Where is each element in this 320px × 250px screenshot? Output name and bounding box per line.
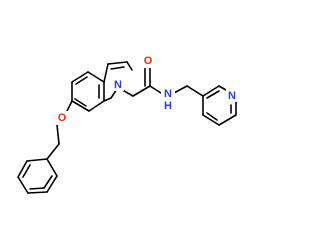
bond bbox=[46, 175, 58, 193]
bond bbox=[46, 158, 58, 177]
bond bbox=[103, 97, 112, 102]
pyridine-nitrogen-label: N bbox=[228, 90, 236, 102]
bond bbox=[218, 114, 237, 126]
bond bbox=[17, 176, 29, 194]
bond bbox=[71, 71, 89, 83]
bond bbox=[87, 71, 105, 83]
bond bbox=[66, 100, 73, 112]
bond bbox=[26, 158, 48, 162]
amide-nitrogen-label: N bbox=[164, 88, 172, 100]
indole-nitrogen-label: N bbox=[114, 79, 122, 91]
bond bbox=[110, 66, 125, 70]
atom-labels: N O N H N O bbox=[56, 55, 238, 125]
bond bbox=[149, 85, 162, 94]
bond bbox=[56, 124, 60, 145]
bond bbox=[218, 85, 227, 91]
bond bbox=[126, 61, 133, 71]
bond bbox=[17, 160, 28, 178]
bond bbox=[173, 85, 188, 94]
amide-hydrogen-label: H bbox=[164, 100, 172, 112]
bond bbox=[71, 100, 90, 112]
ether-oxygen-label: O bbox=[58, 112, 67, 124]
bond bbox=[132, 85, 151, 97]
bond bbox=[88, 100, 105, 112]
molecule-structure-diagram: N O N H N O bbox=[17, 55, 238, 194]
bond bbox=[202, 85, 220, 97]
bond bbox=[103, 63, 109, 83]
bond bbox=[107, 61, 128, 65]
bond bbox=[46, 143, 60, 160]
bonds bbox=[17, 61, 237, 194]
bond bbox=[22, 164, 31, 178]
bond bbox=[186, 85, 204, 97]
carbonyl-oxygen-label: O bbox=[144, 55, 153, 67]
bond bbox=[43, 175, 53, 189]
bond bbox=[75, 76, 88, 85]
bond bbox=[202, 114, 220, 126]
bond bbox=[206, 112, 218, 121]
bond bbox=[74, 98, 87, 107]
bond bbox=[206, 90, 220, 99]
bond bbox=[27, 191, 48, 194]
bond bbox=[29, 187, 45, 190]
